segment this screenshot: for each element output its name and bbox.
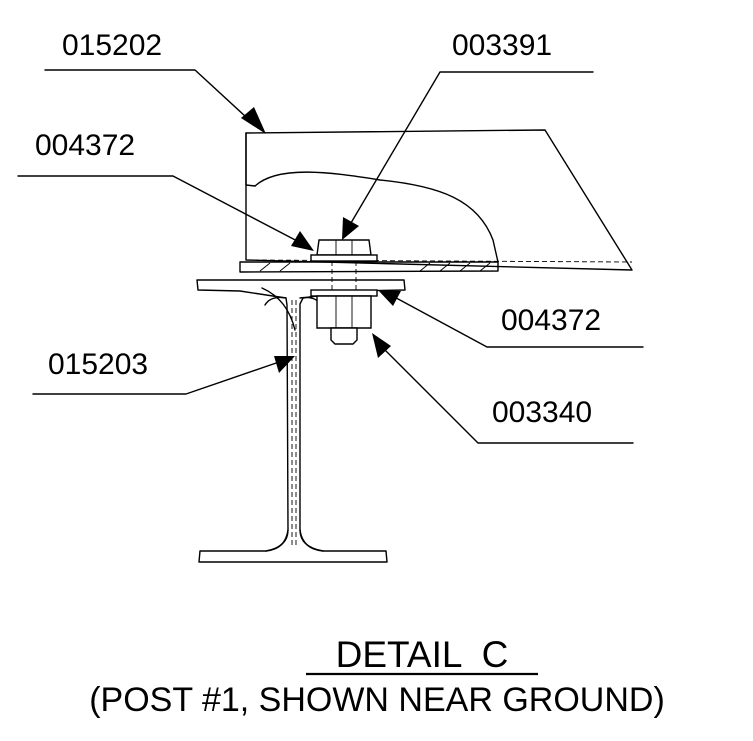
- bolt-assembly: [310, 239, 378, 345]
- callout-003340: 003340: [492, 396, 592, 429]
- bracket-015202: [245, 129, 633, 271]
- post-015203: [196, 261, 499, 563]
- leaders: [17, 69, 644, 444]
- callout-015203: 015203: [48, 348, 148, 381]
- callout-004372-top: 004372: [35, 129, 135, 162]
- callout-004372-bottom: 004372: [501, 304, 601, 337]
- detail-subtitle: (POST #1, SHOWN NEAR GROUND): [89, 681, 665, 719]
- callout-003391: 003391: [452, 29, 552, 62]
- callout-015202: 015202: [62, 29, 162, 62]
- detail-title: DETAIL C: [336, 634, 509, 675]
